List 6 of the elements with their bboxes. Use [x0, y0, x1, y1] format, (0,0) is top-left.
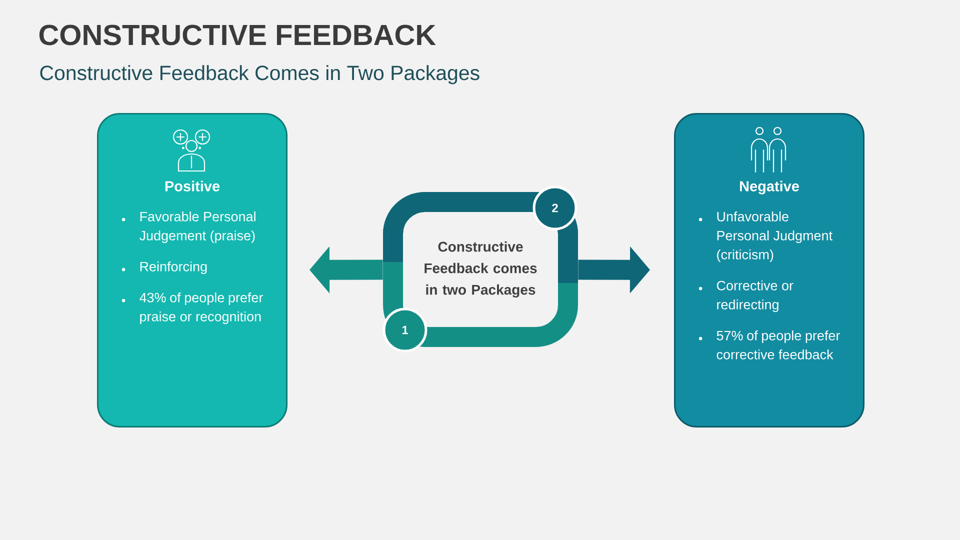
title: CONSTRUCTIVE FEEDBACK: [39, 24, 436, 46]
step-number: 1: [382, 308, 428, 352]
step-number: 2: [532, 186, 578, 230]
subtitle: Constructive Feedback Comes in Two Packages: [40, 65, 480, 84]
info-card: Positive Favorable Personal Judgement (praise) Reinforcing 43% of people prefer praise or recognition: [97, 113, 288, 428]
info-card: Negative Unfavorable Personal Judgment (criticism) Corrective or redirecting 57% of people prefer corrective feedback: [674, 113, 864, 428]
